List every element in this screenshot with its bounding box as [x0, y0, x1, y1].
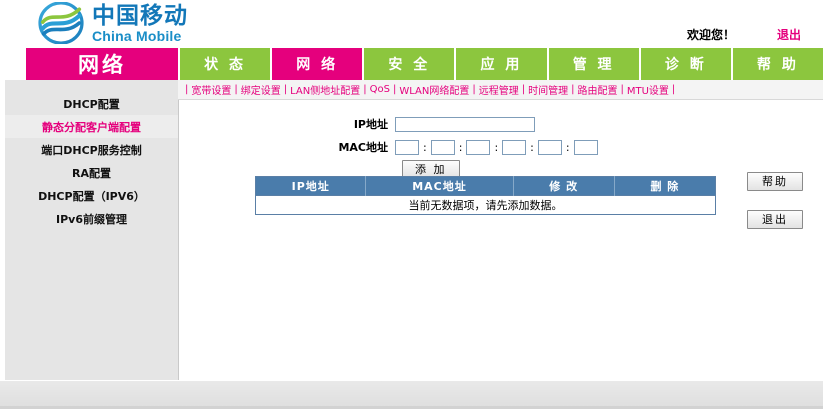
subnav-separator: |: [620, 84, 624, 95]
sub-navbar: | 宽带设置 | 绑定设置 | LAN侧地址配置 | QoS | WLAN网络配…: [178, 80, 823, 100]
tab-status[interactable]: 状 态: [180, 48, 271, 80]
form-button-row: 添 加: [179, 160, 734, 179]
table-empty-row: 当前无数据项，请先添加数据。: [255, 195, 716, 215]
mac-octet-1[interactable]: [395, 139, 419, 155]
ip-address-input[interactable]: [395, 116, 535, 132]
subnav-item-qos[interactable]: QoS: [369, 84, 390, 95]
help-button[interactable]: 帮助: [747, 172, 803, 191]
mac-octet-5[interactable]: [537, 139, 562, 155]
tab-management[interactable]: 管 理: [548, 48, 639, 80]
sidebar-item-dhcp-config[interactable]: DHCP配置: [63, 97, 120, 111]
subnav-separator: |: [472, 84, 476, 95]
static-client-form: IP地址 MAC地址 : : : : :: [179, 114, 734, 179]
subnav-item-route[interactable]: 路由配置: [577, 86, 618, 97]
sidebar-item-ipv6-prefix[interactable]: IPv6前缀管理: [56, 212, 127, 226]
logout-link[interactable]: 退出: [776, 28, 801, 42]
mac-octet-group: : : : : :: [395, 139, 598, 155]
mac-address-label: MAC地址: [338, 141, 388, 154]
subnav-item-broadband[interactable]: 宽带设置: [191, 86, 232, 97]
subnav-separator: |: [571, 84, 575, 95]
footer-bottom-line: [0, 406, 823, 409]
subnav-separator: |: [234, 84, 238, 95]
tab-application[interactable]: 应 用: [456, 48, 547, 80]
mac-separator: :: [530, 140, 534, 154]
subnav-item-lan-address[interactable]: LAN侧地址配置: [290, 86, 361, 97]
mac-separator: :: [458, 140, 463, 154]
column-mac-address: MAC地址: [365, 176, 514, 196]
table-empty-message: 当前无数据项，请先添加数据。: [255, 195, 716, 215]
table-head: IP地址 MAC地址 修 改 删 除: [255, 176, 716, 196]
subnav-separator: |: [363, 84, 367, 95]
ip-address-row: IP地址: [179, 114, 734, 134]
tab-list: 状 态 网 络 安 全 应 用 管 理 诊 断 帮 助: [180, 48, 823, 80]
page-footer: [0, 380, 823, 409]
main-navbar: 网络 状 态 网 络 安 全 应 用 管 理 诊 断 帮 助: [0, 48, 823, 80]
tab-diagnostics[interactable]: 诊 断: [640, 48, 731, 80]
welcome-text: 欢迎您！: [686, 28, 735, 42]
subnav-item-mtu[interactable]: MTU设置: [626, 86, 669, 97]
tab-network[interactable]: 网 络: [272, 48, 363, 80]
subnav-item-remote-mgmt[interactable]: 远程管理: [478, 86, 519, 97]
exit-button[interactable]: 退出: [747, 210, 803, 229]
subnav-item-wlan[interactable]: WLAN网络配置: [399, 86, 470, 97]
add-button[interactable]: 添 加: [402, 160, 460, 179]
table-header-row: IP地址 MAC地址 修 改 删 除: [255, 176, 716, 196]
side-action-buttons: 帮助 退出: [747, 172, 803, 229]
tab-security[interactable]: 安 全: [364, 48, 455, 80]
content-area: IP地址 MAC地址 : : : : :: [178, 100, 823, 380]
subnav-item-time-mgmt[interactable]: 时间管理: [528, 86, 569, 97]
brand-name-en: China Mobile: [92, 28, 182, 44]
section-title-label: 网络: [78, 53, 126, 77]
subnav-separator: |: [392, 84, 397, 95]
subnav-separator: |: [521, 84, 526, 95]
mac-octet-6[interactable]: [573, 139, 598, 155]
ip-address-label: IP地址: [353, 118, 388, 131]
tab-help[interactable]: 帮 助: [732, 48, 823, 80]
mac-octet-4[interactable]: [502, 139, 527, 155]
column-delete: 删 除: [614, 176, 716, 196]
mac-separator: :: [494, 140, 499, 154]
section-title: 网络: [26, 48, 178, 80]
mac-separator: :: [423, 140, 427, 154]
subnav-separator: |: [671, 84, 676, 95]
column-modify: 修 改: [513, 176, 615, 196]
brand-name-cn: 中国移动: [92, 3, 188, 29]
page-header: 中国移动 China Mobile 欢迎您！ 退出: [0, 0, 823, 48]
china-mobile-logo-icon: [38, 2, 84, 44]
column-ip-address: IP地址: [255, 176, 367, 196]
mac-address-row: MAC地址 : : : : :: [179, 137, 734, 157]
mac-octet-2[interactable]: [430, 139, 455, 155]
sidebar-item-ra-config[interactable]: RA配置: [72, 166, 111, 180]
sidebar-item-port-dhcp-control[interactable]: 端口DHCP服务控制: [41, 143, 142, 157]
sidebar-item-dhcp-ipv6[interactable]: DHCP配置（IPV6）: [38, 189, 145, 203]
mac-octet-3[interactable]: [466, 139, 491, 155]
subnav-separator: |: [283, 84, 288, 95]
subnav-separator: |: [185, 84, 189, 95]
table-body: 当前无数据项，请先添加数据。: [255, 195, 716, 215]
sidebar-item-static-client[interactable]: 静态分配客户端配置: [5, 115, 178, 138]
subnav-item-binding[interactable]: 绑定设置: [240, 86, 281, 97]
header-actions: 欢迎您！ 退出: [687, 26, 801, 43]
brand-logo: 中国移动 China Mobile: [38, 2, 188, 44]
static-client-table: IP地址 MAC地址 修 改 删 除 当前无数据项，请先添加数据。: [255, 176, 716, 215]
mac-separator: :: [565, 140, 570, 154]
nav-left-pad: [0, 48, 26, 80]
sidebar: DHCP配置 静态分配客户端配置 端口DHCP服务控制 RA配置 DHCP配置（…: [5, 80, 178, 380]
